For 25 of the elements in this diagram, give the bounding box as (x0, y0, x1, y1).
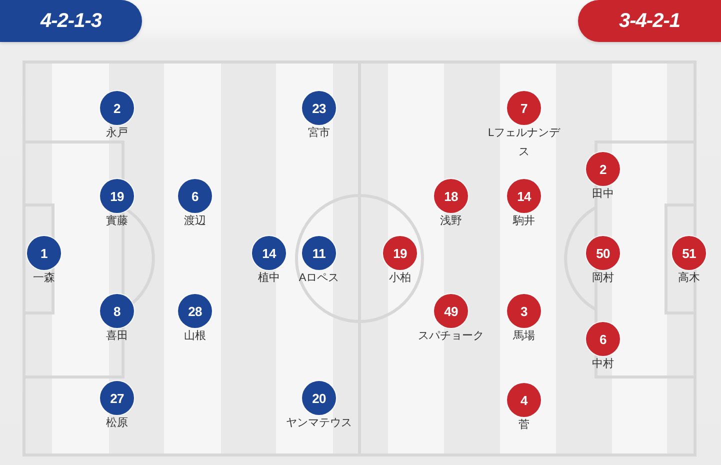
player-name: 永戸 (106, 126, 128, 141)
player-name: 渡辺 (184, 214, 206, 229)
formation-banner: 4-2-1-3 (0, 0, 142, 42)
player-name: 高木 (678, 270, 700, 286)
player-name: 喜田 (106, 329, 128, 344)
player-name: 中村 (592, 357, 614, 372)
player-name: 浅野 (440, 214, 462, 229)
player-name: 駒井 (513, 214, 535, 229)
player-marker: 51 (672, 236, 706, 270)
player-name: ヤンマテウス (286, 416, 352, 431)
player-name: 一森 (33, 271, 55, 286)
player-name: 植中 (258, 271, 280, 286)
player-name: 山根 (184, 329, 206, 344)
player-name: 田中 (592, 187, 614, 202)
player-name: 宮市 (308, 126, 330, 141)
player-name: スパチョーク (418, 329, 484, 344)
player-name: Lフェルナンデス (486, 126, 562, 160)
player-name: 菅 (518, 418, 530, 433)
player-name: 馬場 (513, 329, 535, 344)
formation-banner: 3-4-2-1 (578, 0, 721, 42)
player-name: 松原 (106, 416, 128, 431)
player-name: Aロペス (298, 271, 340, 286)
player-name: 岡村 (592, 271, 614, 286)
player-name: 小柏 (389, 271, 411, 286)
player-name: 實藤 (106, 214, 128, 229)
